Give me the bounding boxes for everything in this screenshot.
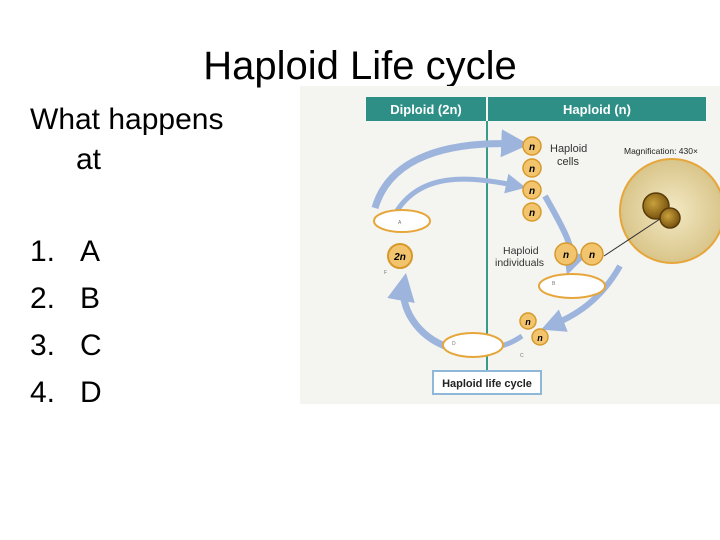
answer-options: 1. A 2. B 3. C 4. D [30, 228, 102, 416]
cycle-arrow-top [371, 129, 530, 210]
option-label: C [80, 329, 102, 362]
diploid-header-text: Diploid (2n) [390, 102, 462, 117]
question-text: What happens at [30, 100, 223, 180]
haploid-cells-group: n n n n [522, 136, 542, 222]
footer-box [432, 370, 542, 395]
slide-title-text: Haploid Life cycle [203, 44, 517, 88]
n-label: n [589, 250, 595, 261]
marker-a-label: A [398, 220, 402, 226]
marker-b-label: B [552, 281, 556, 287]
haploid-cell [522, 158, 542, 178]
answer-option[interactable]: 2. B [30, 275, 102, 322]
haploid-cells-label-2: cells [557, 156, 580, 168]
marker-c-label: C [520, 353, 524, 359]
option-label: A [80, 235, 101, 268]
question-line-2: at [76, 143, 102, 176]
option-number: 3. [30, 329, 56, 362]
option-label: B [80, 282, 101, 315]
marker-f-label: F [384, 270, 387, 276]
magnification-label: Magnification: 430× [624, 146, 698, 156]
option-number: 4. [30, 376, 56, 409]
n-label: n [529, 208, 535, 219]
micrograph-cell [659, 207, 681, 229]
option-number: 1. [30, 235, 56, 268]
cycle-arrow-lower-right [541, 264, 623, 332]
marker-d-label: D [452, 341, 456, 347]
option-number: 2. [30, 282, 56, 315]
haploid-header-bar [488, 97, 706, 121]
n-label: n [529, 186, 535, 197]
answer-option[interactable]: 4. D [30, 369, 102, 416]
n-label: n [563, 250, 569, 261]
diploid-header-bar [366, 97, 486, 121]
haploid-individuals-label-2: individuals [495, 257, 544, 269]
cycle-arrow-left [387, 272, 452, 352]
haploid-individual-cell [580, 242, 604, 266]
haploid-cell [522, 202, 542, 222]
question-line-1: What happens [30, 103, 224, 136]
oval-d [442, 332, 504, 358]
diploid-cell-label: 2n [393, 252, 406, 263]
gamete-cell [519, 312, 537, 330]
cycle-arrow-top-inner [392, 173, 526, 216]
haploid-life-cycle-figure: Diploid (2n) Haploid (n) n n n n Haploid… [300, 86, 720, 404]
gamete-cell [531, 328, 549, 346]
micrograph-pointer [603, 218, 661, 257]
option-label: D [80, 376, 102, 409]
oval-a [373, 209, 431, 233]
diploid-cell [387, 243, 413, 269]
haploid-cell [522, 136, 542, 156]
footer-label: Haploid life cycle [442, 378, 532, 390]
haploid-header-text: Haploid (n) [563, 102, 631, 117]
haploid-individual-cell [554, 242, 578, 266]
haploid-cell [522, 180, 542, 200]
oval-b [538, 273, 606, 299]
n-label: n [529, 164, 535, 175]
answer-option[interactable]: 3. C [30, 322, 102, 369]
life-cycle-diagram: Diploid (2n) Haploid (n) n n n n Haploid… [366, 97, 720, 395]
haploid-cells-label-1: Haploid [550, 143, 587, 155]
n-label: n [529, 142, 535, 153]
slide-title: Haploid Life cycle [0, 42, 720, 90]
n-label: n [537, 333, 543, 343]
haploid-individuals-label-1: Haploid [503, 245, 539, 257]
n-label: n [525, 317, 531, 327]
answer-option[interactable]: 1. A [30, 228, 102, 275]
